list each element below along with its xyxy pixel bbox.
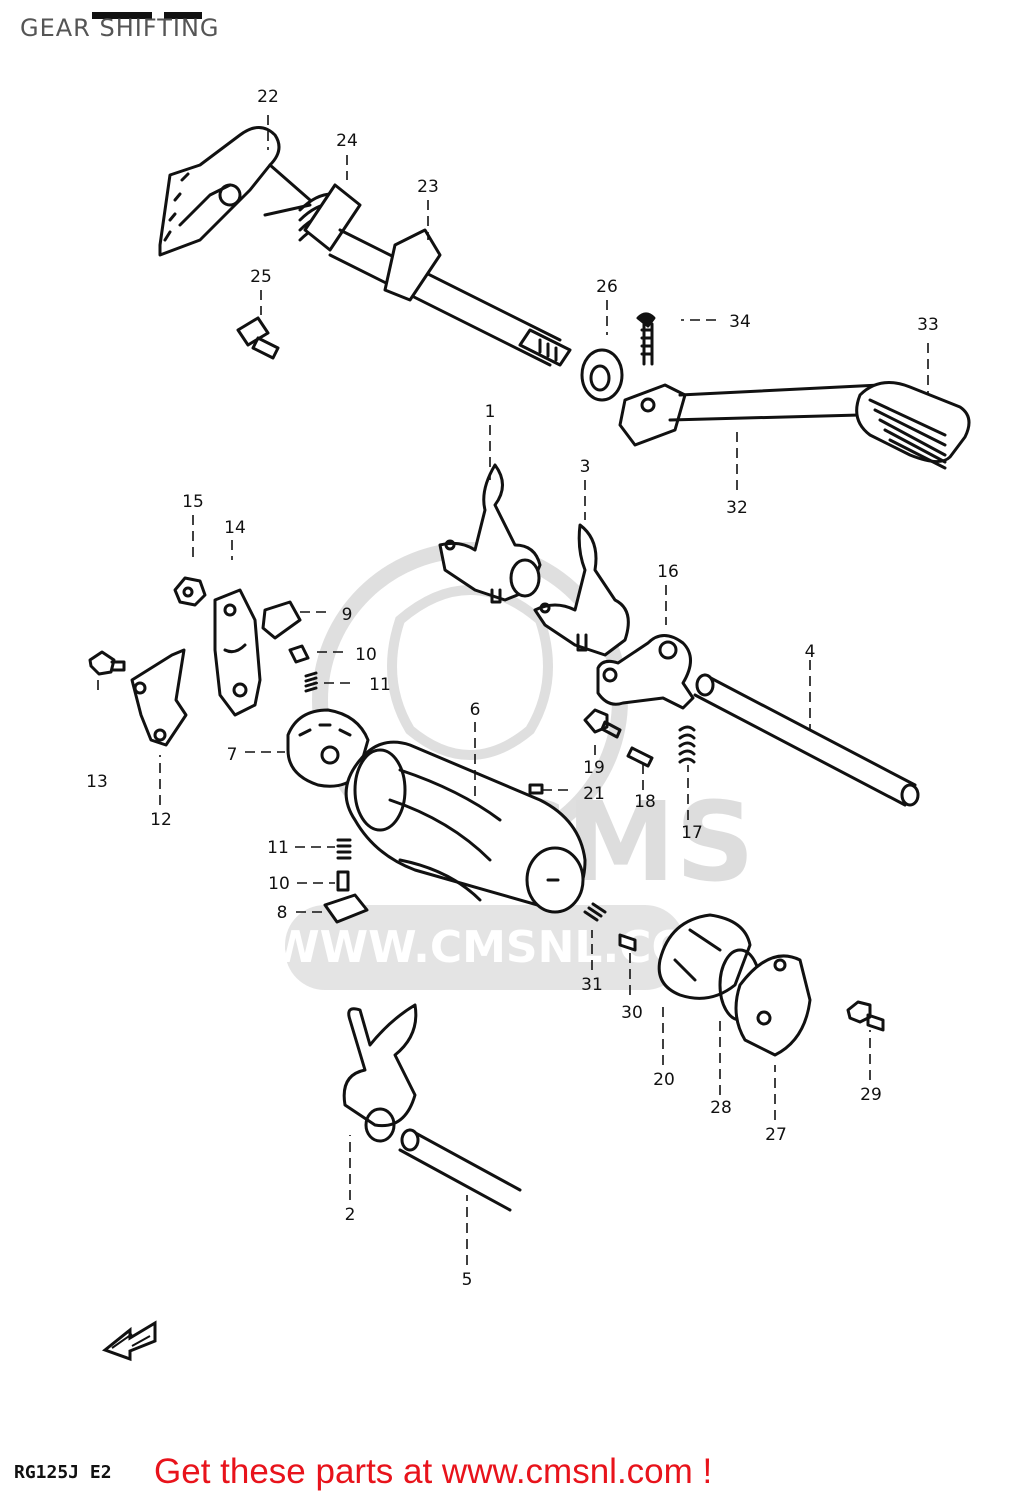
- part-pin-10a: [288, 644, 310, 664]
- part-cover-plate-27: [734, 954, 812, 1057]
- callout-9: 9: [342, 605, 353, 625]
- leader-lines: [97, 115, 929, 1265]
- part-bolt-19: [583, 708, 622, 739]
- part-spring-11b: [336, 838, 352, 860]
- callout-28: 28: [710, 1098, 732, 1118]
- callout-14: 14: [224, 518, 246, 538]
- part-gearshift-lever: [618, 381, 971, 470]
- part-bolt-15: [173, 576, 207, 607]
- part-bolt-34: [636, 312, 656, 366]
- part-shift-fork-3: [533, 523, 630, 657]
- part-shift-fork-2: [342, 1003, 418, 1143]
- callout-19: 19: [583, 758, 605, 778]
- part-pawl-9: [261, 600, 302, 640]
- callout-13: 13: [86, 772, 108, 792]
- part-shift-cam-drum: [344, 740, 587, 914]
- callout-11b: 11: [267, 838, 289, 858]
- part-pin-30: [618, 933, 637, 952]
- part-oil-seal: [580, 348, 624, 402]
- callout-7: 7: [227, 745, 238, 765]
- callout-24: 24: [336, 131, 358, 151]
- callout-29: 29: [860, 1085, 882, 1105]
- callout-32: 32: [726, 498, 748, 518]
- callout-10a: 10: [355, 645, 377, 665]
- callout-10b: 10: [268, 874, 290, 894]
- callout-4: 4: [805, 642, 816, 662]
- part-cam-plate-12: [130, 648, 188, 747]
- callout-26: 26: [596, 277, 618, 297]
- callout-25: 25: [250, 267, 272, 287]
- watermark-url: WWW.CMSNL.CO: [271, 922, 689, 973]
- part-shaft-spring: [263, 163, 362, 252]
- callout-1: 1: [485, 402, 496, 422]
- callout-18: 18: [634, 792, 656, 812]
- callout-22: 22: [257, 87, 279, 107]
- part-spring-17: [678, 725, 696, 764]
- part-fork-shaft-5: [398, 1128, 522, 1212]
- part-bolt-25: [236, 316, 280, 360]
- callout-30: 30: [621, 1003, 643, 1023]
- part-pawl-plate: [213, 588, 262, 717]
- part-pin-18: [626, 746, 654, 768]
- callout-34: 34: [729, 312, 751, 332]
- callout-15: 15: [182, 492, 204, 512]
- callout-17: 17: [681, 823, 703, 843]
- cta-link[interactable]: Get these parts at www.cmsnl.com !: [154, 1452, 713, 1491]
- page-title: GEAR SHIFTING: [20, 14, 220, 42]
- part-shift-cam-stopper: [596, 634, 695, 710]
- part-bolt-29: [846, 1000, 885, 1032]
- callout-20: 20: [653, 1070, 675, 1090]
- part-holder-8: [323, 893, 369, 924]
- callout-23: 23: [417, 177, 439, 197]
- model-code: RG125J E2: [14, 1462, 112, 1483]
- front-direction-arrow-icon: [101, 1320, 157, 1362]
- part-pin-21: [528, 783, 544, 795]
- part-gearshift-shaft: [328, 228, 572, 367]
- callout-16: 16: [657, 562, 679, 582]
- callout-27: 27: [765, 1125, 787, 1145]
- part-bolt-13: [88, 650, 126, 676]
- callout-8: 8: [277, 903, 288, 923]
- part-shift-fork-1: [438, 463, 542, 604]
- callout-6: 6: [470, 700, 481, 720]
- part-gearshift-arm: [158, 126, 281, 257]
- callout-5: 5: [462, 1270, 473, 1290]
- part-pin-10b: [336, 870, 350, 892]
- callout-31: 31: [581, 975, 603, 995]
- part-cam-guide-20: [657, 913, 752, 1000]
- callout-3: 3: [580, 457, 591, 477]
- title-bars: [92, 12, 202, 20]
- callout-21: 21: [583, 784, 605, 804]
- callout-2: 2: [345, 1205, 356, 1225]
- callout-11a: 11: [369, 675, 391, 695]
- part-spring-11a: [304, 671, 318, 693]
- callout-12: 12: [150, 810, 172, 830]
- callout-labels: 22 24 23 25 26 34 33 1 3 32 15 14 9 10 1…: [86, 87, 939, 1290]
- part-spring-31: [583, 902, 607, 922]
- callout-33: 33: [917, 315, 939, 335]
